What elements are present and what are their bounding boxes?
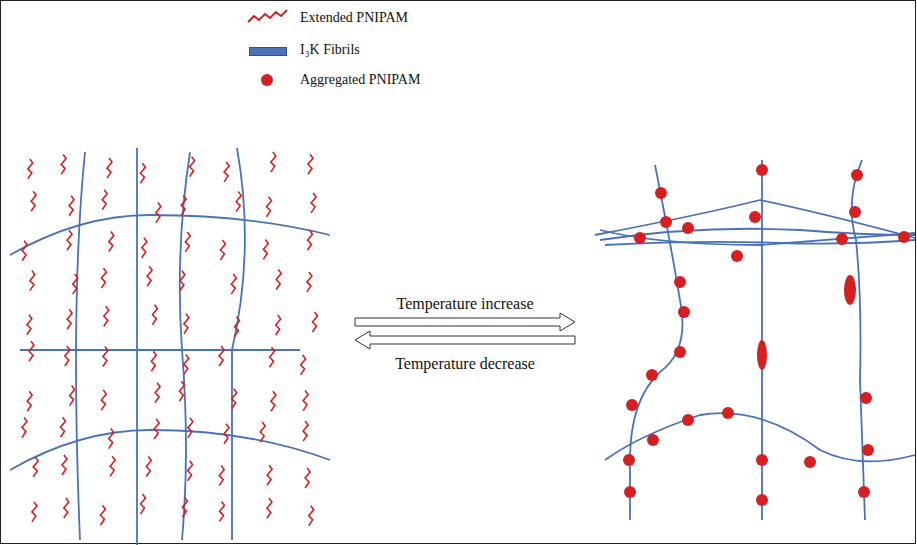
legend-text: Extended PNIPAM — [300, 10, 408, 26]
fibril-network-right — [595, 160, 915, 520]
arrow-left — [355, 331, 575, 349]
dot-sample — [261, 74, 273, 86]
extended-pnipam — [22, 152, 318, 526]
transition-label: Temperature decrease — [395, 355, 535, 373]
arrow-right — [355, 313, 575, 331]
aggregated-pnipam — [623, 164, 910, 506]
legend-text: I₃K Fibrils — [300, 42, 360, 58]
legend-swatch — [249, 47, 287, 56]
transition-label: Temperature increase — [396, 295, 533, 313]
squiggle-sample — [248, 10, 287, 22]
fibril-network-left — [10, 148, 330, 545]
legend-text: Aggregated PNIPAM — [300, 72, 420, 88]
